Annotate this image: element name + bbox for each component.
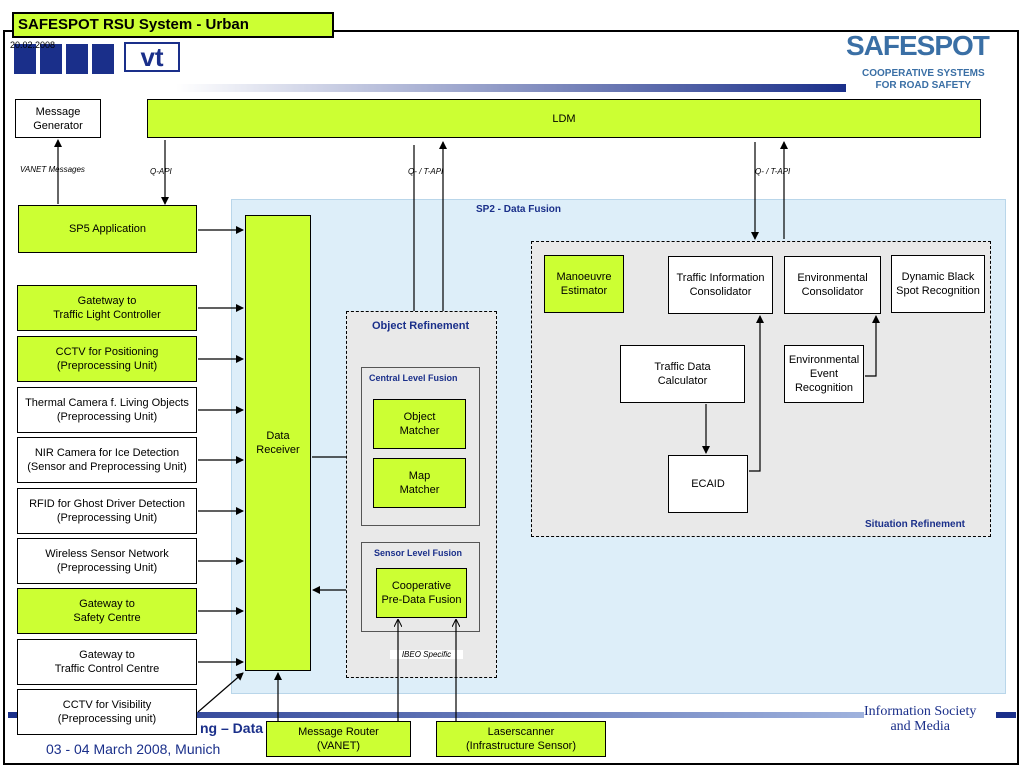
traffic-data-calculator-box[interactable]: Traffic Data Calculator	[620, 345, 745, 403]
situation-refinement-label: Situation Refinement	[865, 519, 966, 530]
sp2-label: SP2 - Data Fusion	[476, 204, 562, 215]
header-blue-bar	[176, 84, 846, 92]
diagram-frame	[3, 30, 1019, 765]
message-generator-box[interactable]: Message Generator	[15, 99, 101, 138]
sp5-application-box[interactable]: SP5 Application	[18, 205, 197, 253]
gateway-safety-box[interactable]: Gateway to Safety Centre	[17, 588, 197, 634]
object-matcher-box[interactable]: Object Matcher	[373, 399, 466, 449]
left-logo-blocks	[14, 44, 114, 74]
left-logo-vt: vt	[124, 42, 180, 72]
qt-api-label-2: Q- / T-API	[755, 167, 791, 176]
ldm-box[interactable]: LDM	[147, 99, 981, 138]
ecaid-box[interactable]: ECAID	[668, 455, 748, 513]
qt-api-label-1: Q- / T-API	[408, 167, 444, 176]
data-receiver-box[interactable]: Data Receiver	[245, 215, 311, 671]
safespot-logo-subtitle: COOPERATIVE SYSTEMS FOR ROAD SAFETY	[862, 68, 985, 91]
left-logo: vt	[10, 40, 180, 74]
cctv-positioning-box[interactable]: CCTV for Positioning (Preprocessing Unit…	[17, 336, 197, 382]
date-label: 20.02.2008	[10, 40, 56, 50]
object-refinement-label: Object Refinement	[372, 320, 470, 332]
information-society-logo: Information Society and Media	[864, 704, 977, 734]
wireless-sensor-box[interactable]: Wireless Sensor Network (Preprocessing U…	[17, 538, 197, 584]
safespot-logo: SAFESPOT	[846, 30, 990, 61]
laserscanner-box[interactable]: Laserscanner (Infrastructure Sensor)	[436, 721, 606, 757]
thermal-camera-box[interactable]: Thermal Camera f. Living Objects (Prepro…	[17, 387, 197, 433]
page-title: SAFESPOT RSU System - Urban	[12, 12, 334, 38]
environmental-consolidator-box[interactable]: Environmental Consolidator	[784, 256, 881, 314]
message-router-box[interactable]: Message Router (VANET)	[266, 721, 411, 757]
gateway-traffic-light-box[interactable]: Gatetway to Traffic Light Controller	[17, 285, 197, 331]
rfid-box[interactable]: RFID for Ghost Driver Detection (Preproc…	[17, 488, 197, 534]
footer-title-fragment: ng – Data	[200, 720, 264, 736]
ibeo-specific-label: IBEO Specific	[390, 650, 463, 659]
q-api-label: Q-API	[150, 167, 172, 176]
nir-camera-box[interactable]: NIR Camera for Ice Detection (Sensor and…	[17, 437, 197, 483]
footer-date-line: 03 - 04 March 2008, Munich	[46, 741, 221, 757]
cctv-visibility-box[interactable]: CCTV for Visibility (Preprocessing unit)	[17, 689, 197, 735]
map-matcher-box[interactable]: Map Matcher	[373, 458, 466, 508]
gateway-traffic-control-box[interactable]: Gateway to Traffic Control Centre	[17, 639, 197, 685]
vanet-messages-label: VANET Messages	[20, 165, 85, 174]
footer-blue-bar-right	[996, 712, 1016, 718]
footer-blue-bar	[8, 712, 864, 718]
dynamic-black-spot-box[interactable]: Dynamic Black Spot Recognition	[891, 255, 985, 313]
sensor-level-fusion-label: Sensor Level Fusion	[374, 548, 463, 558]
traffic-info-consolidator-box[interactable]: Traffic Information Consolidator	[668, 256, 773, 314]
central-level-fusion-label: Central Level Fusion	[369, 373, 458, 383]
environmental-event-box[interactable]: Environmental Event Recognition	[784, 345, 864, 403]
manoeuvre-estimator-box[interactable]: Manoeuvre Estimator	[544, 255, 624, 313]
cooperative-fusion-box[interactable]: Cooperative Pre-Data Fusion	[376, 568, 467, 618]
